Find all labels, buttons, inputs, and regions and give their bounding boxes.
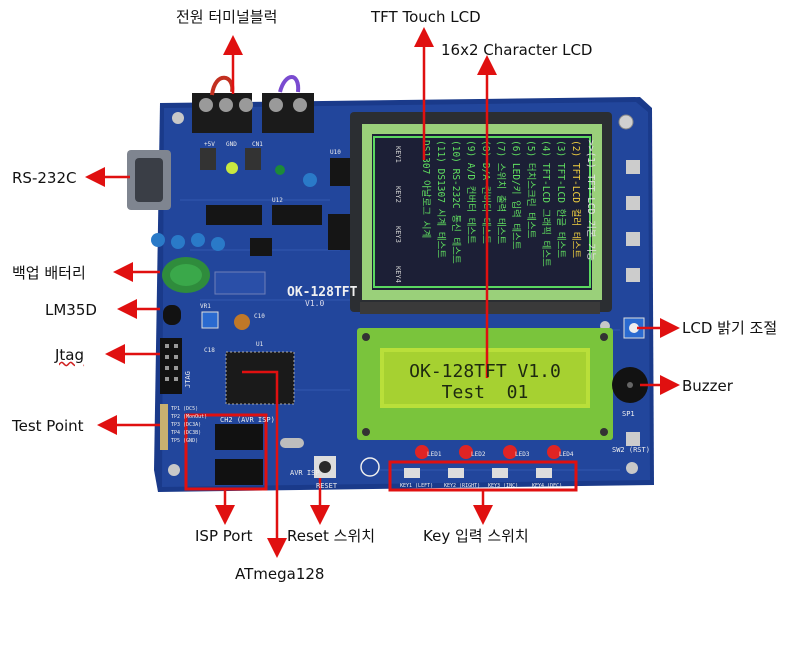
label-key-switch: Key 입력 스위치	[423, 527, 529, 545]
board-name: OK-128TFT	[287, 285, 358, 300]
ch2-silk: CH2 (AVR ISP)	[220, 416, 275, 424]
tft-footer-key: KEY3	[394, 226, 402, 243]
led-silk-labels: LED1 LED2 LED3 LED4	[427, 451, 574, 458]
tft-menu-item: (11) DS1307 시계 테스트	[435, 140, 447, 258]
buzzer	[612, 367, 648, 403]
tft-footer-key: KEY2	[394, 186, 402, 203]
key4-silk: KEY4 (DEC)	[532, 483, 562, 489]
sp1-silk: SP1	[622, 410, 635, 418]
board-version: V1.0	[305, 299, 324, 308]
test-point-pins	[160, 404, 168, 450]
power-silk-cn1: CN1	[252, 141, 263, 148]
tft-menu-item: (5) 터치스크린 테스트	[525, 140, 537, 239]
label-lcd-brightness: LCD 밝기 조절	[682, 319, 778, 337]
tft-menu: >>(1) TFT-LCD 기본 기능(2) TFT-LCD 컬러 테스트 (3)…	[394, 140, 596, 283]
tft-menu-item: (3) TFT-LCD 한글 테스트	[555, 140, 566, 258]
tp2-silk: TP2 (MonOut)	[171, 414, 207, 420]
char-lcd-line2: Test 01	[442, 382, 529, 403]
reset-silk: RESET	[316, 482, 338, 490]
tft-lcd-module	[350, 112, 612, 314]
c10-silk: C10	[254, 313, 265, 320]
label-lm35d: LM35D	[45, 301, 97, 319]
power-silk: +5V GND CN1	[204, 141, 263, 148]
tp5-silk: TP5 (GND)	[171, 438, 198, 444]
power-silk-gnd: GND	[226, 141, 237, 148]
tft-menu-item: (9) A/D 컨버터 테스트	[465, 140, 476, 244]
led-row	[415, 445, 561, 459]
power-silk-5v: +5V	[204, 141, 215, 148]
reset-switch	[314, 456, 336, 478]
atmega128-chip	[225, 351, 295, 405]
led3-silk: LED3	[515, 451, 530, 458]
label-buzzer: Buzzer	[682, 377, 733, 395]
tp4-silk: TP4 (DC3B)	[171, 430, 201, 436]
key2-silk: KEY2 (RIGHT)	[444, 483, 480, 489]
led2-silk: LED2	[471, 451, 486, 458]
callout-arrows	[85, 27, 680, 558]
key3-silk: KEY3 (INC)	[488, 483, 518, 489]
tft-footer-key: KEY1	[394, 146, 402, 163]
c18-silk: C18	[204, 347, 215, 354]
label-tft-lcd: TFT Touch LCD	[371, 8, 481, 26]
char-lcd-line1: OK-128TFT V1.0	[409, 361, 561, 382]
led4-silk: LED4	[559, 451, 574, 458]
tft-menu-item: >>(1) TFT-LCD 기본 기능	[585, 140, 596, 261]
label-power-terminal: 전원 터미널블럭	[176, 8, 278, 26]
label-test-point: Test Point	[12, 417, 84, 435]
tft-menu-item: DS1307 아날로그 시계	[420, 140, 432, 238]
jtag-silk: JTAG	[184, 371, 192, 388]
tft-menu-item: (4) TFT-LCD 그래픽 테스트	[540, 140, 551, 267]
power-terminal-block	[192, 75, 314, 133]
tp3-silk: TP3 (DC3A)	[171, 422, 201, 428]
tft-menu-item: (2) TFT-LCD 컬러 테스트	[570, 140, 582, 258]
key1-silk: KEY1 (LEFT)	[400, 483, 433, 489]
led1-silk: LED1	[427, 451, 442, 458]
tft-footer-key: KEY4	[394, 266, 402, 283]
vr1-silk: VR1	[200, 303, 211, 310]
test-point-silk: TP1 (DC5) TP2 (MonOut) TP3 (DC3A) TP4 (D…	[171, 406, 207, 444]
tp1-silk: TP1 (DC5)	[171, 406, 198, 412]
isp-silk: AVR ISP	[290, 469, 320, 477]
u1-silk: U1	[256, 341, 264, 348]
label-rs232c: RS-232C	[12, 169, 77, 187]
char-lcd-module	[357, 328, 613, 440]
key-silk-labels: KEY1 (LEFT) KEY2 (RIGHT) KEY3 (INC) KEY4…	[400, 483, 562, 489]
label-isp-port: ISP Port	[195, 527, 253, 545]
label-jtag: Jtag	[55, 346, 85, 364]
label-char-lcd: 16x2 Character LCD	[441, 41, 593, 59]
lm35d-sensor	[163, 305, 250, 330]
tft-menu-item: (7) 스위치 출력 테스트	[495, 140, 507, 244]
sw2-silk: SW2 (RST)	[612, 446, 650, 454]
tft-menu-item: (8) D/A 컨버터 테스트	[480, 140, 491, 244]
u12-silk: U12	[272, 197, 283, 204]
jtag-header	[160, 338, 182, 394]
backup-battery	[162, 257, 210, 293]
label-atmega128: ATmega128	[235, 565, 325, 583]
rs232c-connector	[127, 150, 171, 210]
tft-menu-item: (6) LED/키 입력 테스트	[510, 140, 522, 250]
label-backup-battery: 백업 배터리	[12, 264, 86, 282]
u10-silk: U10	[330, 149, 341, 156]
tft-menu-item: (10) RS-232C 통신 테스트	[450, 140, 461, 264]
label-reset-switch: Reset 스위치	[287, 527, 376, 545]
part-silk: U1 U10 U12 VR1 C10 C18	[200, 149, 341, 354]
